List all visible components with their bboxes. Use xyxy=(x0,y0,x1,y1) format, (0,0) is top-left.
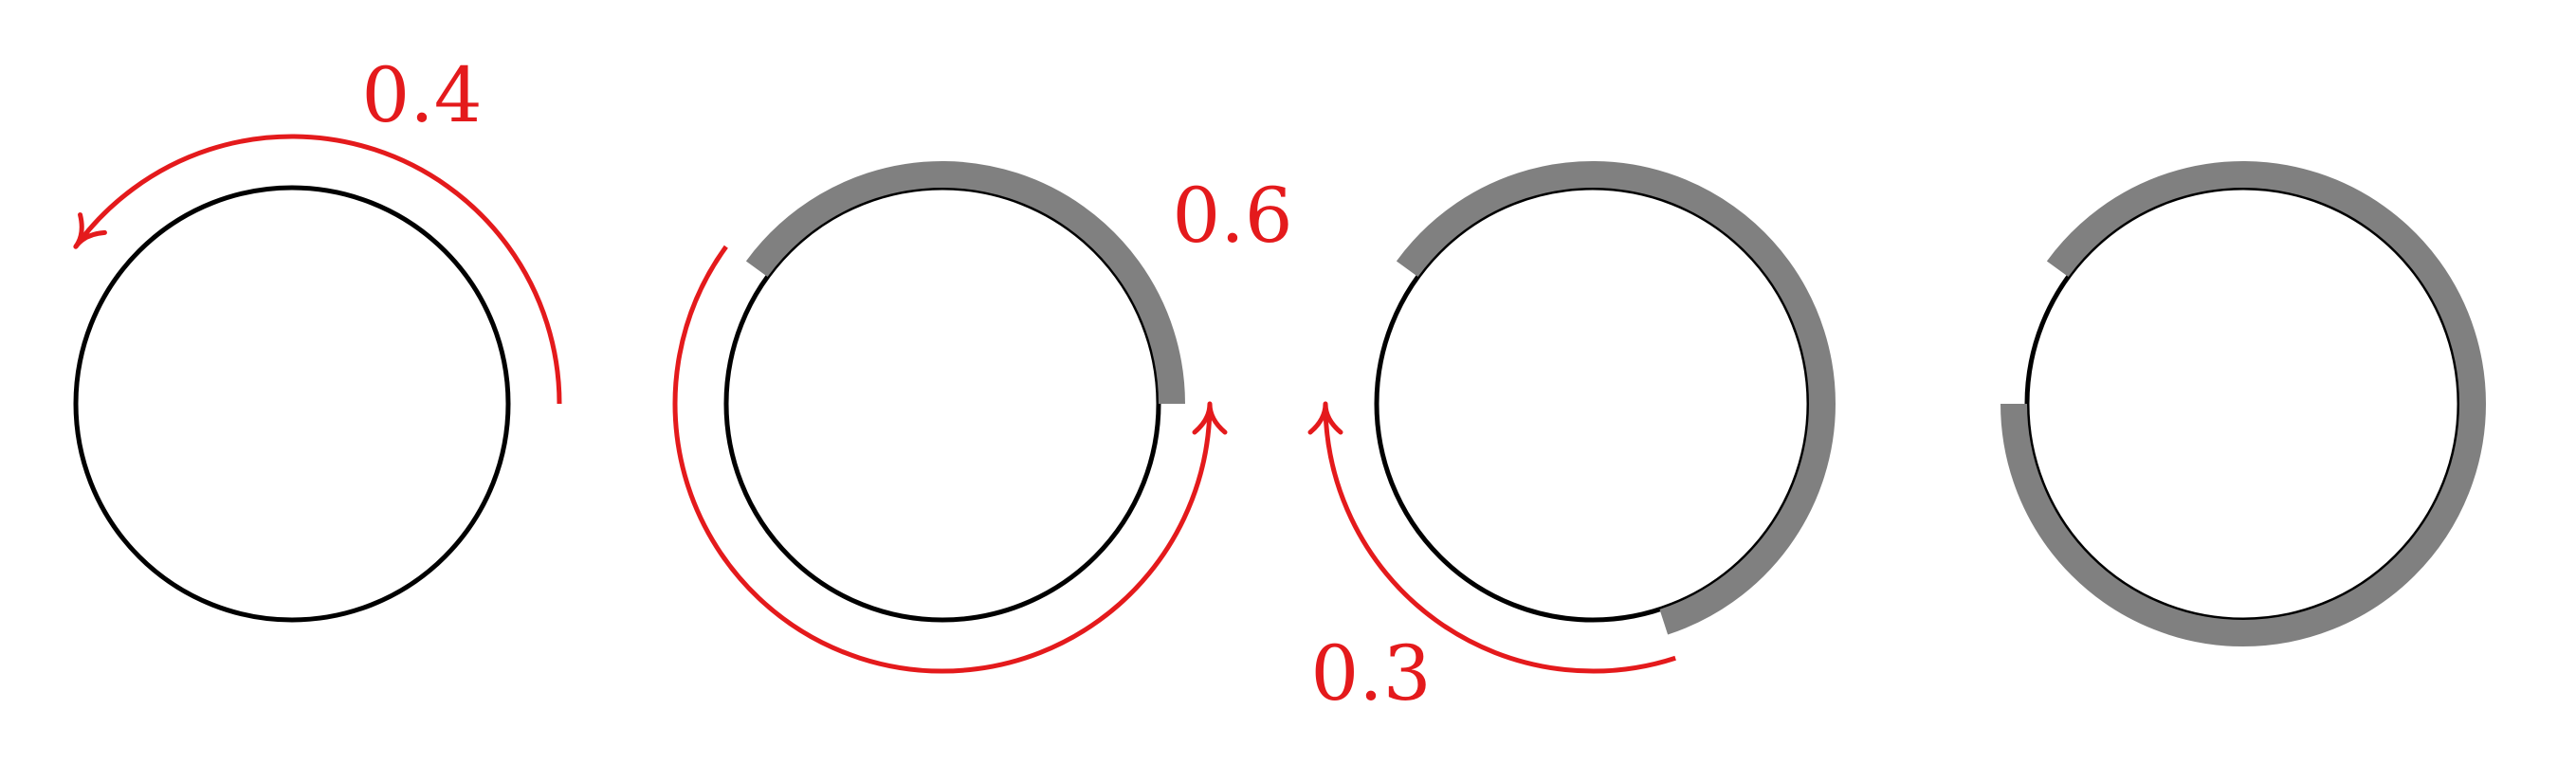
step-1-group: 0.4 xyxy=(73,51,562,623)
covered-arc-segment xyxy=(2046,161,2486,405)
step-2-arrow-head xyxy=(1192,401,1228,435)
step-1-arrow-arc xyxy=(73,134,562,405)
step-4-circle xyxy=(2024,185,2462,623)
covered-arc-segment xyxy=(2001,403,2486,646)
step-2-group: 0.6 xyxy=(672,161,1293,674)
step-2-covered-arcs xyxy=(745,161,1185,405)
step-3-arrow-label: 0.3 xyxy=(1310,629,1431,718)
step-1-arrow-head xyxy=(73,212,107,249)
step-4-covered-arcs xyxy=(2001,161,2486,646)
covered-arc-segment xyxy=(1396,161,1836,405)
step-3-group: 0.3 xyxy=(1307,161,1836,718)
step-4-group xyxy=(2001,161,2486,646)
step-2-arrow-arc xyxy=(672,245,1213,674)
step-3-covered-arcs xyxy=(1396,161,1836,635)
step-3-arrow-head xyxy=(1307,401,1343,435)
step-3-arrow-arc xyxy=(1323,403,1676,674)
covered-arc-segment xyxy=(745,161,1185,405)
step-1-arrow-label: 0.4 xyxy=(361,51,482,139)
step-2-arrow-label: 0.6 xyxy=(1172,172,1292,260)
step-3-circle xyxy=(1374,185,1812,623)
step-1-circle xyxy=(73,185,511,623)
covered-arc-segment xyxy=(1659,403,1836,635)
step-2-circle xyxy=(723,185,1161,623)
